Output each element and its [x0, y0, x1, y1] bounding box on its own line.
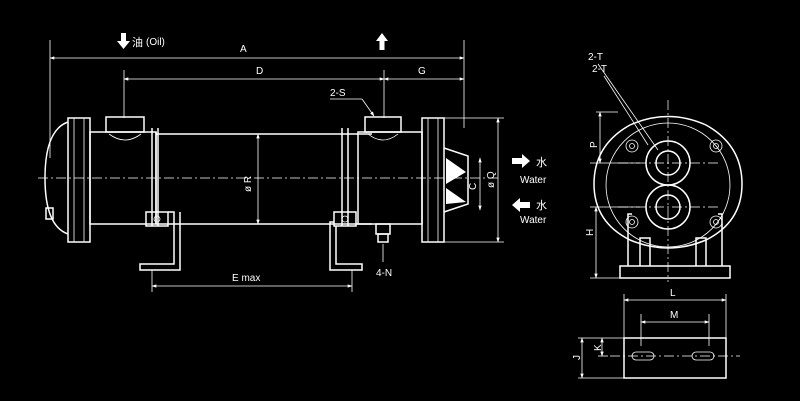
base-view: L M K J	[572, 288, 740, 379]
dim-4n-label: 4-N	[376, 268, 392, 279]
water-in-arrow-icon	[512, 198, 530, 212]
dim-a-label: A	[240, 44, 247, 55]
dim-k-label: K	[593, 344, 604, 351]
dim-h-label: H	[585, 229, 596, 236]
dim-l-label: L	[670, 288, 676, 299]
oil-up-arrow-icon	[376, 33, 388, 50]
dim-2t-label-2: 2-T	[592, 64, 607, 75]
dim-g-label: G	[418, 66, 426, 77]
dim-p-label: P	[589, 141, 600, 148]
water-in-char-label: 水	[536, 199, 547, 212]
oil-char-label: 油	[132, 35, 143, 49]
dim-j-label: J	[572, 355, 583, 360]
dim-2t-label-1: 2-T	[588, 52, 603, 63]
dim-2s-label: 2-S	[330, 88, 346, 99]
dim-emax-label: E max	[232, 273, 260, 284]
water-out-en-label: Water	[520, 175, 547, 186]
end-view: 2-T 2-T P H	[585, 52, 743, 282]
dim-q-label: ø Q	[486, 171, 497, 188]
dim-d-label: D	[256, 66, 263, 77]
dim-m-label: M	[670, 310, 678, 321]
oil-en-label: (Oil)	[146, 37, 165, 48]
water-out-arrow-icon	[512, 154, 530, 168]
dim-c-label: C	[468, 183, 479, 190]
water-out-char-label: 水	[536, 156, 547, 169]
side-view: A D G 油 (Oil) 2-S ø R C	[38, 33, 547, 292]
dim-r-label: ø R	[243, 176, 254, 192]
water-in-en-label: Water	[520, 215, 547, 226]
oil-down-arrow-icon	[117, 33, 130, 49]
